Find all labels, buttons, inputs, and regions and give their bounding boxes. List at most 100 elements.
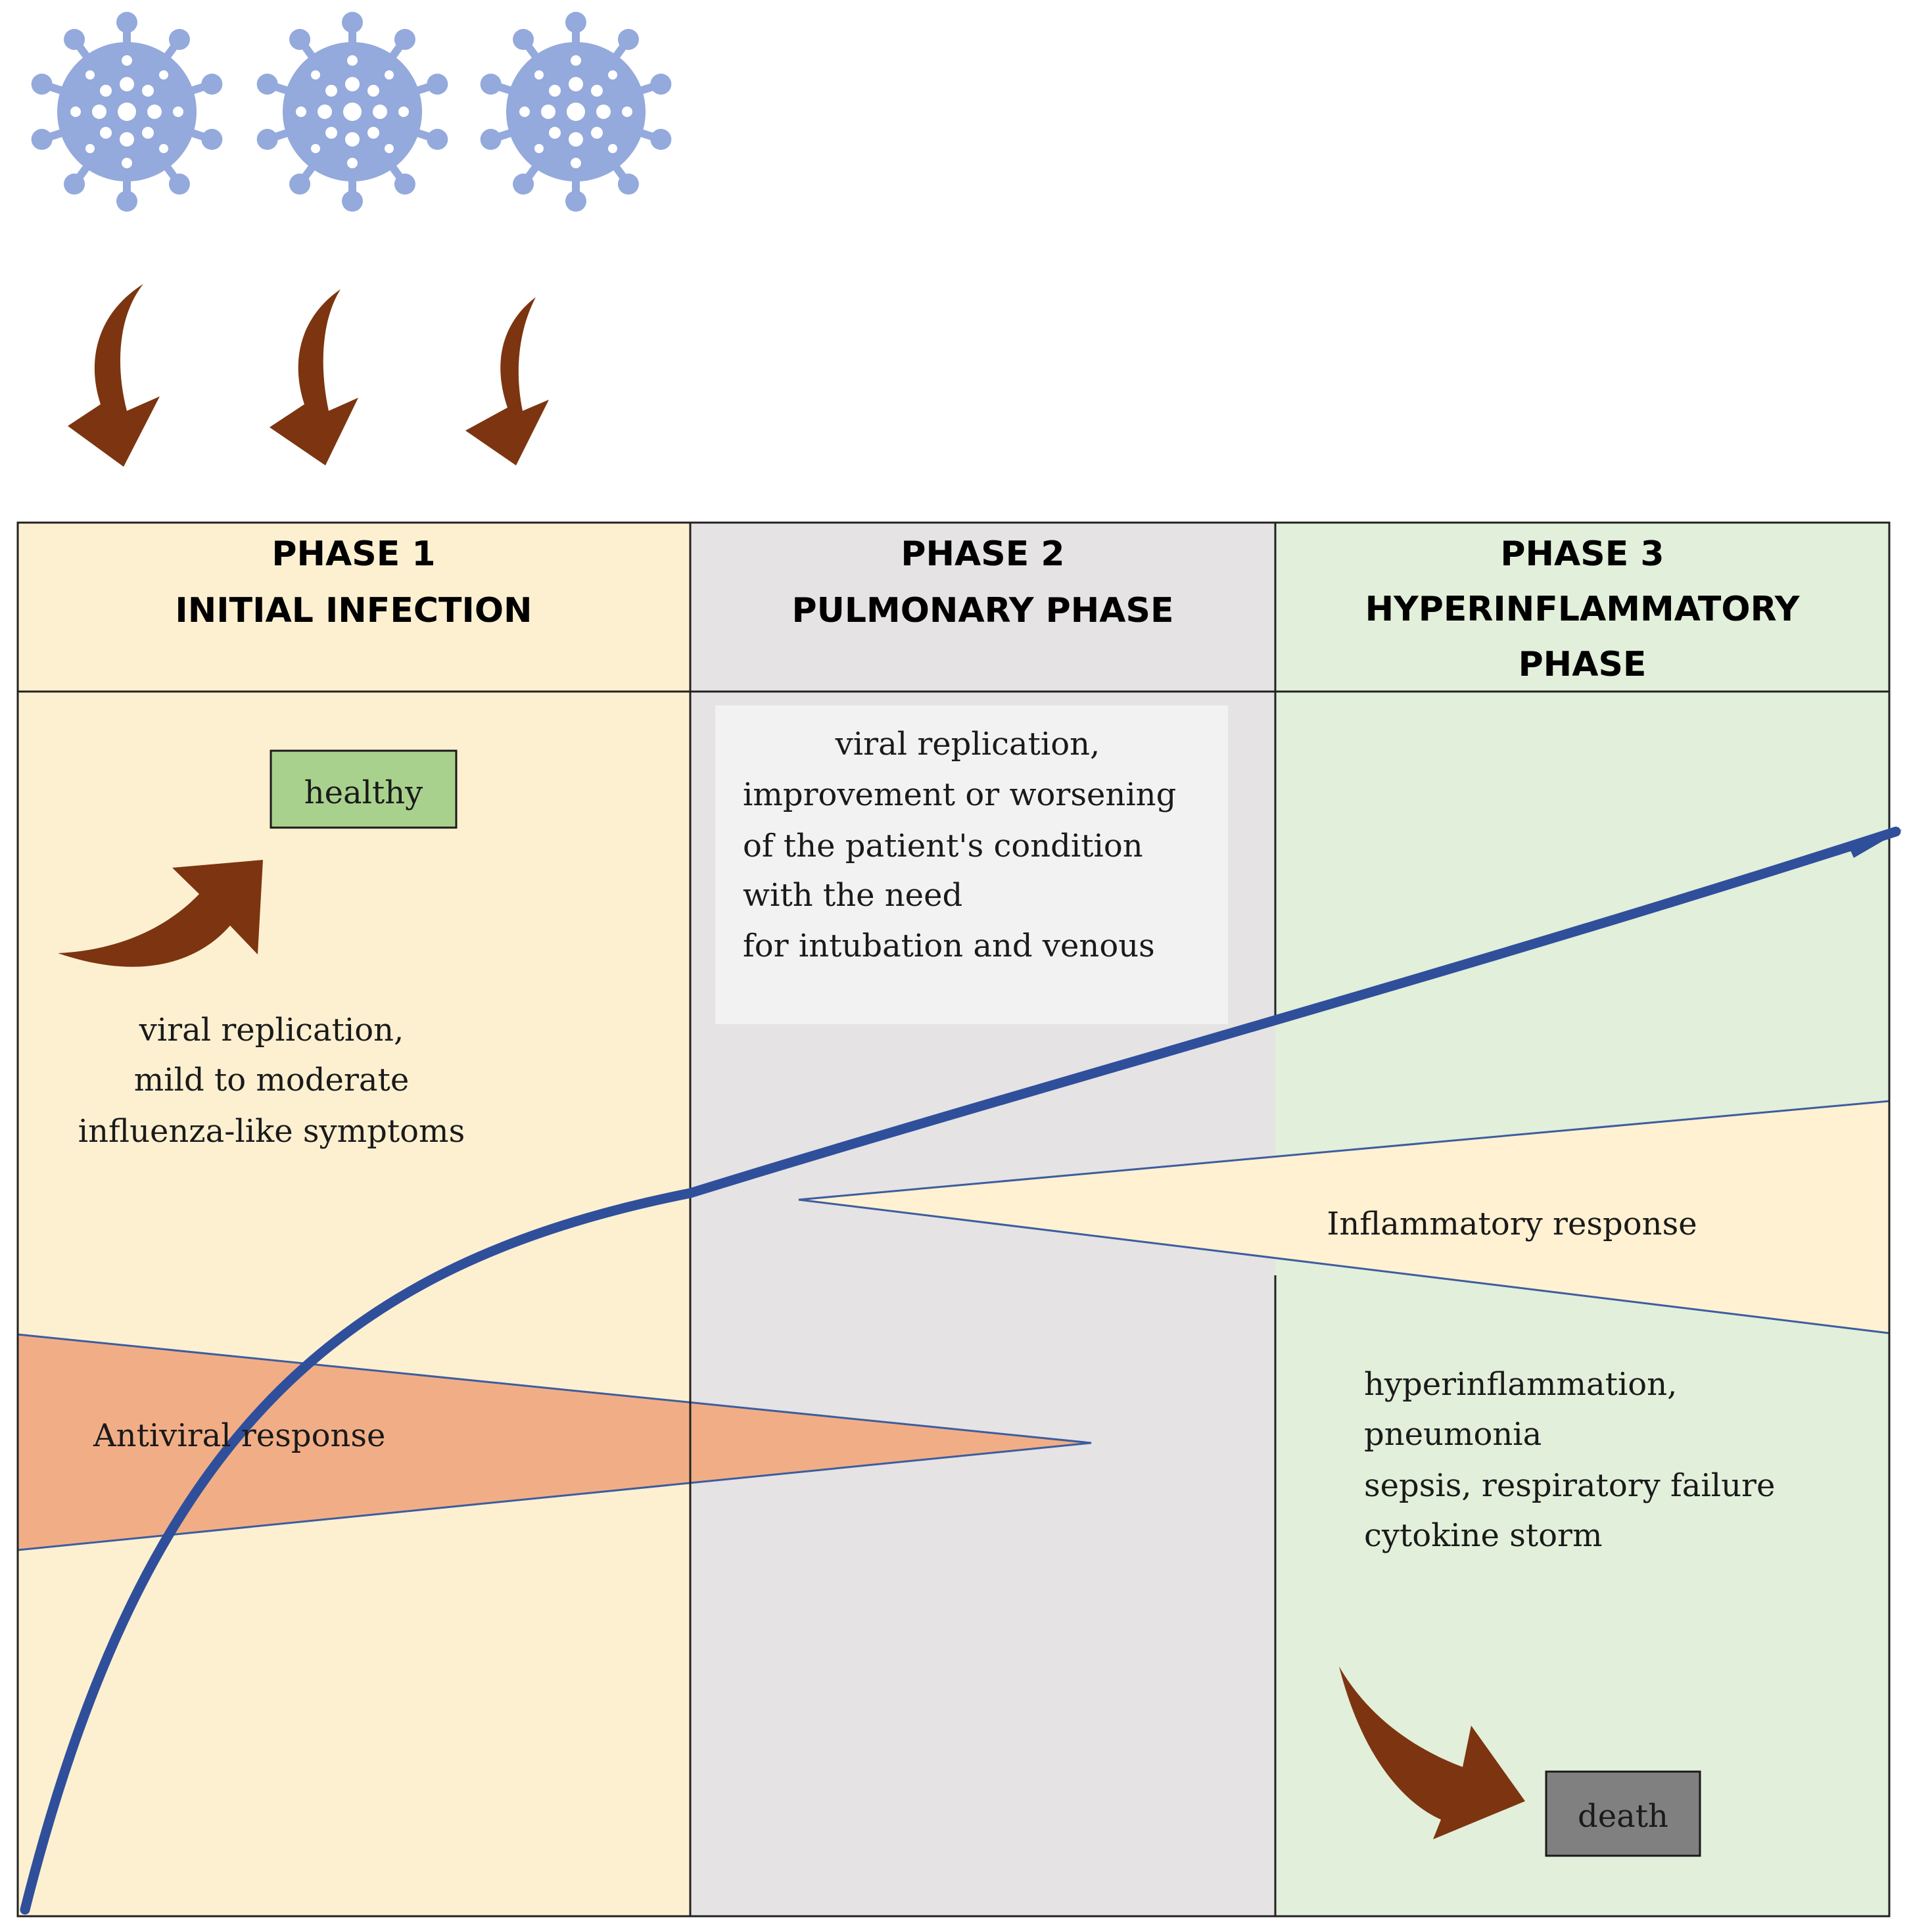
virus-pore [541,105,555,119]
virus-spike-tip [289,174,311,195]
virus-pore [373,105,387,119]
virus-pore [345,77,360,91]
phase2-header: PHASE 2 PULMONARY PHASE [792,534,1174,630]
virus-spike-tip [427,73,448,95]
curved-arrow-icon [465,297,549,465]
virus-pore [596,105,611,119]
virus-pore [608,144,617,153]
phase3-title-line: PHASE [1519,645,1647,684]
virus-pore [85,144,95,153]
virus-spike-tip [168,28,190,50]
phase1-description-line: viral replication, [139,1012,404,1048]
phase2-title-line: PHASE 2 [901,534,1064,574]
virus-pore [296,106,306,117]
virus-spike-tip [565,12,586,33]
virus-pore [571,158,581,168]
curved-arrow-icon [58,860,263,967]
virus-spike-tip [394,28,415,50]
virus-pore [591,85,603,97]
curved-arrow-icon [270,289,358,465]
virus-pore [345,132,360,147]
phase3-header: PHASE 3 HYPERINFLAMMATORY PHASE [1365,534,1801,684]
virus-pore [534,70,544,80]
table-grid [16,521,1891,1918]
virus-pore [569,132,583,147]
virus-spike-tip [342,191,363,212]
phase3-title-line: PHASE 3 [1500,534,1664,574]
virus-pore [85,70,95,80]
coronavirus-icon [31,12,223,212]
virus-pore [100,85,112,97]
phase3-description-line: pneumonia [1364,1416,1542,1453]
virus-pore [159,70,168,80]
death-outcome-box [1545,1770,1701,1857]
virus-pore [398,106,409,117]
virus-spike-tip [116,191,137,212]
phase2-description-line: improvement or worsening [743,776,1176,813]
virus-spike-tip [650,129,672,151]
healthy-outcome-box [270,749,458,829]
infection-arrows [68,284,549,467]
virus-pore [367,127,379,139]
virus-spike-tip [64,174,85,195]
virus-spike-tip [201,73,223,95]
virus-spike-tip [256,73,278,95]
virus-pore [571,55,581,66]
curved-arrow-icon [1339,1666,1525,1839]
phase2-description-line: viral replication, [835,726,1100,763]
inflammatory-response-label: Inflammatory response [1327,1206,1697,1242]
virus-pore [347,158,358,168]
healthy-label: healthy [304,774,423,811]
phase2-description-line: of the patient's condition [743,828,1143,864]
virus-spike-tip [480,129,502,151]
virus-spike-tip [513,28,534,50]
virus-pore [318,105,332,119]
virus-pore [385,144,394,153]
virus-spike-tip [168,174,190,195]
phase3-description: hyperinflammation, pneumonia sepsis, res… [1364,1366,1775,1554]
virus-pore [567,103,585,121]
virus-spike-tip [289,28,311,50]
virus-pore [608,70,617,80]
virus-spike-tip [31,73,53,95]
virus-pore [343,103,362,121]
virus-icons [31,12,672,212]
phase2-title-line: PULMONARY PHASE [792,591,1174,630]
phase1-description-line: influenza-like symptoms [78,1113,465,1150]
virus-pore [311,70,320,80]
phase3-description-line: hyperinflammation, [1364,1366,1677,1403]
antiviral-response-label: Antiviral response [93,1417,385,1454]
virus-pore [159,144,168,153]
phase1-description-line: mild to moderate [134,1062,409,1098]
coronavirus-icon [480,12,672,212]
phase2-description: viral replication, improvement or worsen… [743,726,1176,964]
curve-arrowhead [1847,830,1902,858]
virus-pore [311,144,320,153]
virus-pore [534,144,544,153]
virus-pore [385,70,394,80]
virus-spike-tip [427,129,448,151]
virus-spike-tip [256,129,278,151]
curved-arrow-icon [68,284,160,467]
phase2-description-line: with the need [743,877,962,914]
virus-pore [519,106,530,117]
virus-spike-tip [650,73,672,95]
virus-spike-tip [617,28,639,50]
virus-pore [142,127,154,139]
death-label: death [1578,1798,1668,1835]
virus-pore [120,132,134,147]
phase3-description-line: sepsis, respiratory failure [1364,1467,1775,1504]
virus-pore [591,127,603,139]
virus-spike-tip [480,73,502,95]
phase1-title-line: PHASE 1 [271,534,435,574]
phase3-title-line: HYPERINFLAMMATORY [1365,590,1801,629]
phase2-note-box [715,705,1228,1024]
virus-pore [549,85,561,97]
virus-spike-tip [394,174,415,195]
virus-spike-tip [116,12,137,33]
disease-progression-curve [20,826,1901,1915]
phase1-header: PHASE 1 INITIAL INFECTION [175,534,532,630]
phase3-description-line: cytokine storm [1364,1517,1602,1554]
virus-pore [70,106,81,117]
